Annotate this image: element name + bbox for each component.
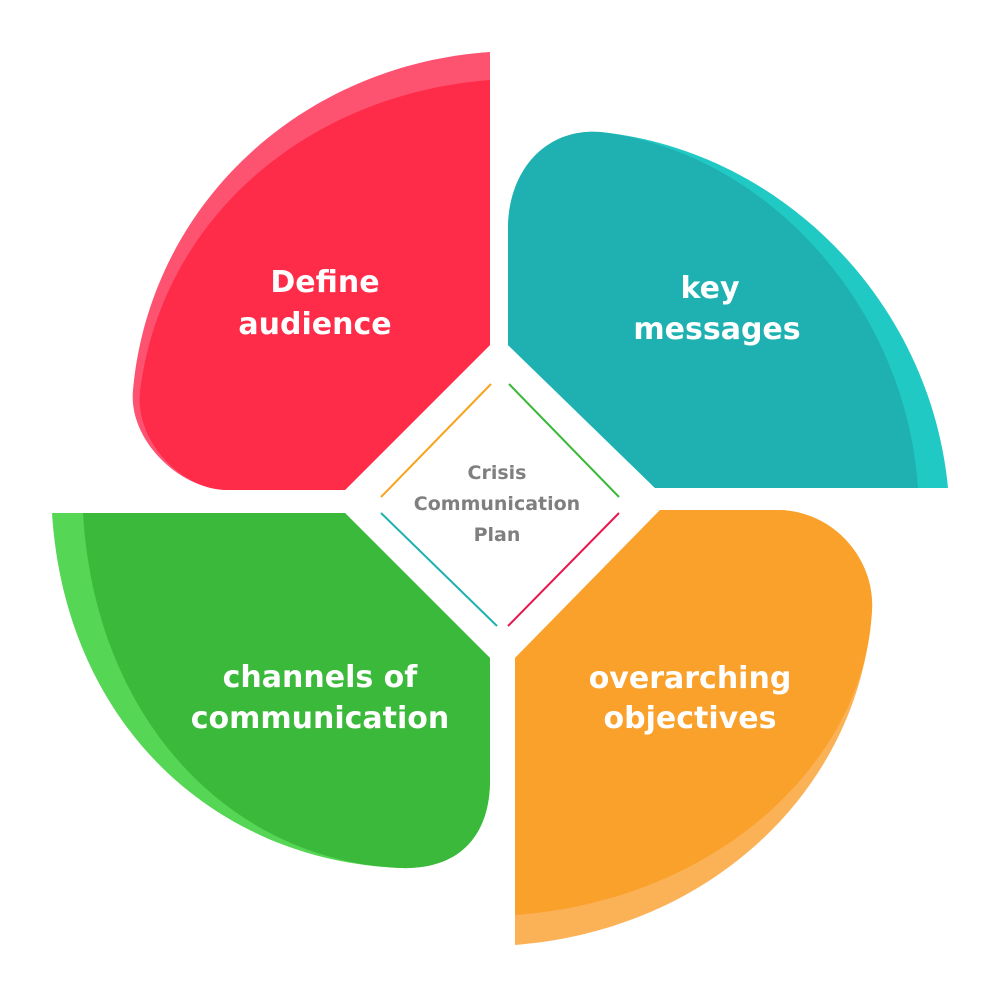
segment-define-audience-label-2: audience <box>238 307 391 342</box>
segment-channels-of-communication-face <box>83 513 490 869</box>
segment-channels-of-communication-label-2: communication <box>191 701 450 736</box>
segment-overarching-objectives-face <box>515 510 873 915</box>
center-label-line-2: Communication <box>414 493 580 515</box>
segment-overarching-objectives-label-2: objectives <box>604 701 777 736</box>
center-label-line-3: Plan <box>474 524 521 546</box>
segment-key-messages: key messages <box>508 131 948 488</box>
center-label-line-1: Crisis <box>468 462 527 484</box>
segment-key-messages-label-1: key <box>680 271 739 306</box>
segment-define-audience: Define audience <box>132 52 490 490</box>
segment-key-messages-face <box>508 131 918 488</box>
segment-channels-of-communication-label-1: channels of <box>223 660 419 695</box>
segment-define-audience-label-1: Define <box>270 265 379 300</box>
segment-channels-of-communication: channels of communication <box>52 513 490 869</box>
segment-key-messages-label-2: messages <box>633 312 800 347</box>
segment-define-audience-face <box>139 80 490 490</box>
center-diamond: Crisis Communication Plan <box>380 383 620 627</box>
diamond-line-top-left <box>380 383 492 498</box>
segment-overarching-objectives-label-1: overarching <box>589 661 792 696</box>
diamond-line-top-right <box>508 383 620 498</box>
diamond-line-bottom-left <box>380 512 498 627</box>
segment-overarching-objectives: overarching objectives <box>515 510 873 945</box>
diamond-line-bottom-right <box>507 512 620 627</box>
